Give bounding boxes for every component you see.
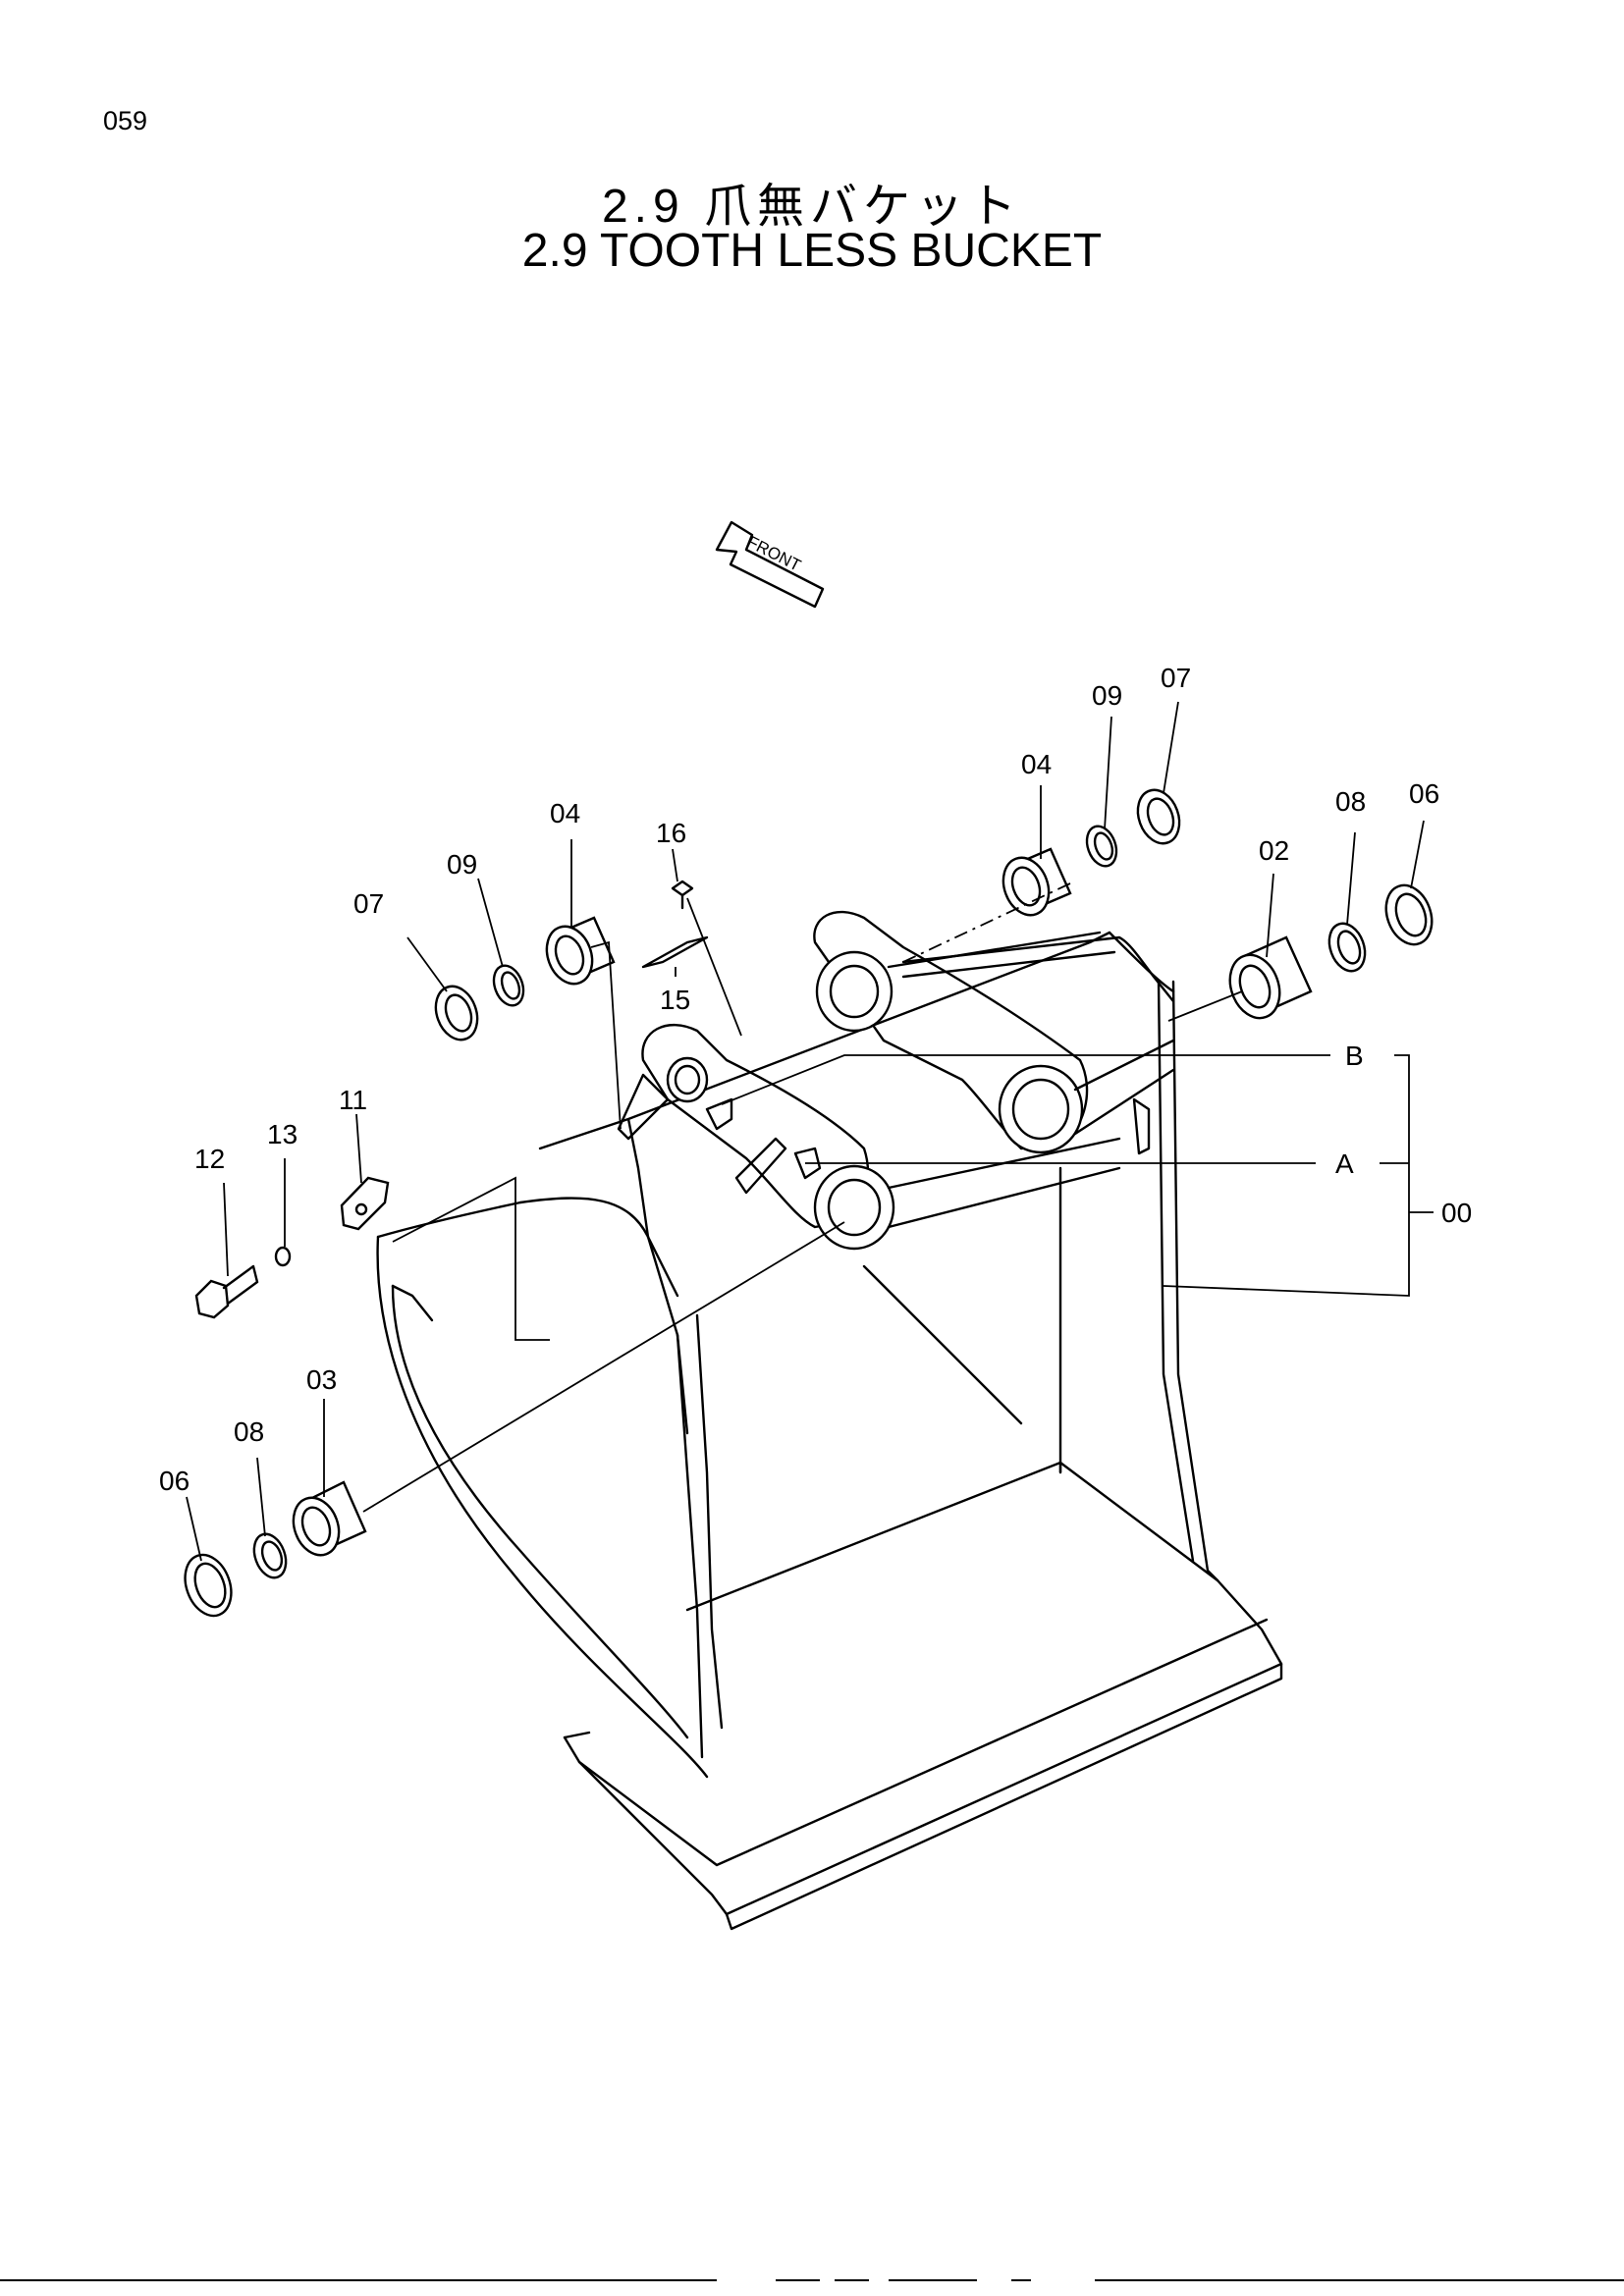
callout-08-left: 08 xyxy=(234,1416,264,1447)
bottom-rule-segment xyxy=(889,2279,977,2281)
callout-04-right: 04 xyxy=(1021,749,1052,779)
bottom-rule-segment xyxy=(1011,2279,1031,2281)
callout-13: 13 xyxy=(267,1119,298,1149)
callout-15: 15 xyxy=(660,985,690,1015)
part-15-plate xyxy=(641,935,709,969)
page-title-english: 2.9 TOOTH LESS BUCKET xyxy=(521,225,1103,277)
callout-03: 03 xyxy=(306,1364,337,1395)
part-04-right-bushing xyxy=(1001,847,1072,917)
part-12-bolt xyxy=(194,1264,259,1319)
part-06-left-seal xyxy=(184,1553,233,1618)
callout-06-left: 06 xyxy=(159,1466,189,1496)
part-04-left-bushing xyxy=(545,916,616,986)
bottom-rule xyxy=(0,2279,717,2281)
callout-02: 02 xyxy=(1259,835,1289,866)
bucket-brackets xyxy=(617,910,1175,1251)
callout-B: B xyxy=(1345,1041,1364,1071)
callout-09-left: 09 xyxy=(447,849,477,880)
part-16-screw xyxy=(671,880,694,910)
front-arrow-icon: FRONT xyxy=(715,520,825,609)
callout-07-left: 07 xyxy=(353,888,384,919)
bottom-rule-segment xyxy=(835,2279,869,2281)
callout-06-right: 06 xyxy=(1409,778,1439,809)
callout-11: 11 xyxy=(339,1085,367,1115)
part-13-washer xyxy=(274,1246,292,1267)
bottom-rule-segment xyxy=(776,2279,820,2281)
callout-16: 16 xyxy=(656,818,686,848)
callout-09-right: 09 xyxy=(1092,680,1122,711)
part-09-right-ring xyxy=(1085,825,1118,868)
callout-A: A xyxy=(1335,1148,1354,1179)
bottom-rule-segment xyxy=(1095,2279,1624,2281)
part-07-left-seal xyxy=(434,985,479,1041)
callout-12: 12 xyxy=(194,1144,225,1174)
part-06-right-seal xyxy=(1384,883,1434,946)
assembly-lines xyxy=(362,882,1243,1513)
part-07-right-seal xyxy=(1136,788,1181,845)
callout-00: 00 xyxy=(1441,1198,1472,1228)
part-08-right-ring xyxy=(1327,922,1367,973)
part-02-bushing xyxy=(1228,935,1313,1020)
part-09-left-ring xyxy=(492,964,525,1007)
part-03-bushing xyxy=(292,1480,367,1557)
part-08-left-ring xyxy=(252,1532,288,1579)
callout-04-left: 04 xyxy=(550,798,580,828)
page-title-japanese: 2.9 爪無バケット xyxy=(601,181,1023,233)
leader-lines xyxy=(186,701,1434,1562)
callout-08-right: 08 xyxy=(1335,786,1366,817)
page-number: 059 xyxy=(103,106,148,135)
part-11-plate xyxy=(340,1176,390,1231)
bucket-body xyxy=(376,931,1283,1931)
callout-labels: 07 09 04 16 15 04 09 07 08 06 02 11 13 1… xyxy=(159,663,1472,1496)
callout-07-right: 07 xyxy=(1161,663,1191,693)
